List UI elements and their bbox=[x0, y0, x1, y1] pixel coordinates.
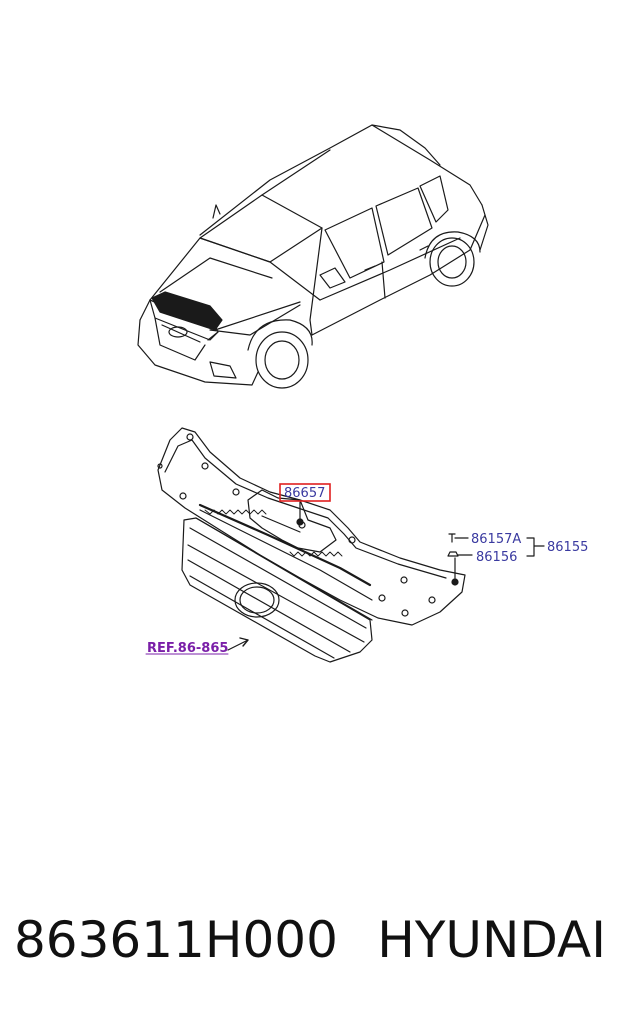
clip-86157A-icon bbox=[448, 533, 456, 543]
callout-86157A[interactable]: 86157A bbox=[471, 532, 521, 547]
shroud-panel bbox=[157, 427, 466, 626]
callout-86156[interactable]: 86156 bbox=[476, 550, 517, 565]
callout-86657[interactable]: 86657 bbox=[284, 486, 325, 501]
bracket-86155 bbox=[526, 537, 545, 557]
callout-86155[interactable]: 86155 bbox=[547, 540, 588, 555]
car-illustration bbox=[137, 124, 489, 389]
part-number: 863611H000 bbox=[14, 911, 338, 969]
reference-label[interactable]: REF.86-865 bbox=[147, 641, 228, 656]
highlight-box bbox=[279, 483, 331, 502]
brand-name: HYUNDAI bbox=[377, 911, 606, 969]
radiator-grille bbox=[181, 517, 373, 663]
footer: 863611H000 HYUNDAI bbox=[0, 900, 620, 980]
car-cowl-highlight bbox=[151, 291, 223, 331]
clip-86156-icon bbox=[447, 551, 459, 557]
parts-diagram: 86657 86157A 86156 86155 REF.86-865 bbox=[137, 124, 588, 663]
ref-leader-arrow bbox=[227, 639, 249, 651]
